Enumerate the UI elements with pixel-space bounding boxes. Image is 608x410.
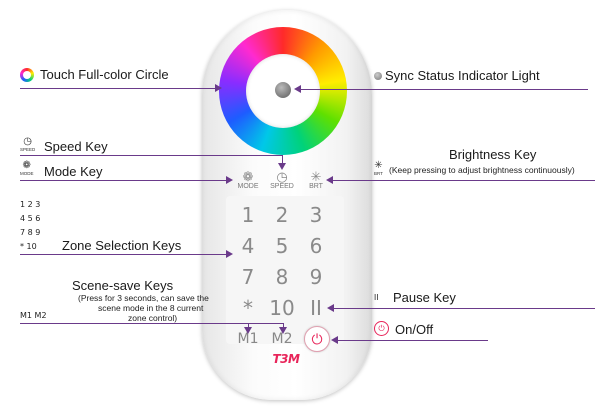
scene-note-3: zone control) [128,313,178,323]
brightness-legend-icon: ✳BRT [374,160,383,176]
zone-legend-row-3: 7 8 9 [20,228,41,237]
speed-label: Speed Key [44,139,108,154]
scene-line-m2 [283,323,284,328]
speed-key[interactable]: ◷ SPEED [267,170,297,190]
color-ring-icon [20,68,34,82]
key-5[interactable]: 5 [275,234,289,258]
brand-logo: T3M [272,352,300,366]
scene-arrow-m1 [244,327,252,334]
mode-label: Mode Key [44,164,103,179]
onoff-line [338,340,488,341]
power-legend-icon: ⏻ [374,321,389,336]
touch-circle-line [20,88,216,89]
mode-legend-sub: MODE [20,171,34,176]
speed-legend-sub: SPEED [20,147,36,152]
speed-key-label: SPEED [270,183,294,190]
speed-legend-icon: ◷SPEED [20,136,36,152]
speed-icon: ◷ [276,169,288,184]
touch-circle-label: Touch Full-color Circle [40,67,169,82]
pause-key[interactable]: II [310,296,322,320]
zone-line [20,254,227,255]
key-10[interactable]: 10 [269,296,295,320]
pause-label: Pause Key [393,290,456,305]
onoff-label: On/Off [395,322,434,337]
sync-arrow [294,85,301,93]
key-4[interactable]: 4 [241,234,255,258]
sync-light-icon [374,72,382,80]
key-7[interactable]: 7 [241,265,255,289]
scene-note-1: (Press for 3 seconds, can save the [78,293,209,303]
key-6[interactable]: 6 [309,234,323,258]
scene-note-2: scene mode in the 8 current [98,303,204,313]
touch-circle-arrow [215,84,222,92]
brightness-note: (Keep pressing to adjust brightness cont… [389,165,575,175]
pause-legend-icon: II [374,293,379,302]
keypad [226,196,344,344]
key-star[interactable]: * [243,296,253,320]
brightness-label: Brightness Key [449,147,537,162]
key-2[interactable]: 2 [275,203,289,227]
key-9[interactable]: 9 [309,265,323,289]
mode-key[interactable]: ❁ MODE [233,170,263,190]
brightness-icon: ✳ [310,169,322,184]
sync-line [300,89,588,90]
zone-label: Zone Selection Keys [62,238,182,253]
zone-legend-row-2: 4 5 6 [20,214,41,223]
brightness-legend-sub: BRT [374,171,383,176]
mode-key-label: MODE [237,183,259,190]
zone-legend-row-1: 1 2 3 [20,200,41,209]
scene-line-m1 [248,323,249,328]
power-icon: ⏻ [311,331,323,347]
sync-indicator-light [275,82,291,98]
sync-label: Sync Status Indicator Light [385,68,540,83]
brightness-line [333,180,595,181]
key-8[interactable]: 8 [275,265,289,289]
key-1[interactable]: 1 [241,203,255,227]
scene-label: Scene-save Keys [72,278,174,293]
key-3[interactable]: 3 [309,203,323,227]
mode-arrow [226,176,233,184]
pause-line [334,308,595,309]
pause-arrow [327,304,334,312]
speed-line-vertical [282,155,283,163]
brightness-key[interactable]: ✳ BRT [301,170,331,190]
mode-line [20,180,226,181]
brightness-arrow [326,176,333,184]
mode-icon: ❁ [242,169,254,184]
brightness-key-label: BRT [309,183,323,190]
scene-legend-keys: M1 M2 [20,311,47,320]
mode-legend-icon: ❁MODE [20,160,34,176]
m2-key[interactable]: M2 [271,331,293,347]
m1-key[interactable]: M1 [237,331,259,347]
power-button[interactable]: ⏻ [304,326,330,352]
zone-legend-row-4: * 10 [20,242,37,251]
onoff-arrow [331,336,338,344]
speed-arrow [278,163,286,170]
scene-line [20,323,284,324]
zone-arrow [226,250,233,258]
scene-arrow-m2 [279,327,287,334]
speed-line [20,155,282,156]
